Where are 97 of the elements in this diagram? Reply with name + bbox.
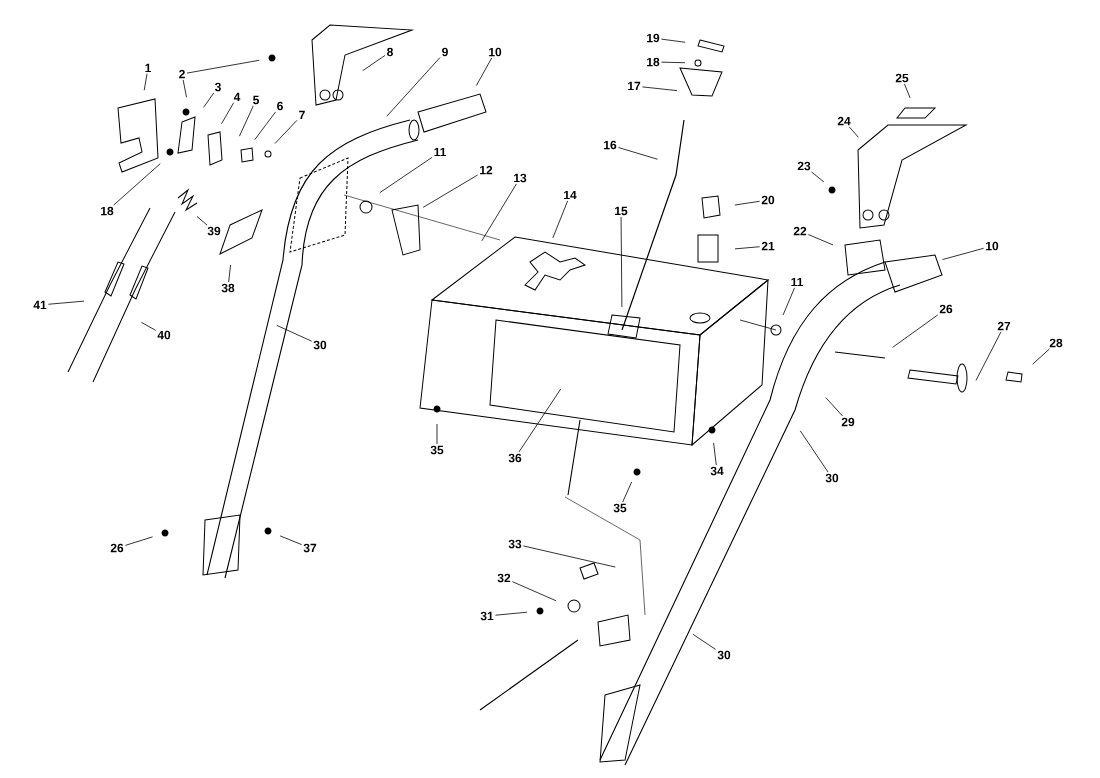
callout-number: 12 [480,165,493,175]
leader-line [713,442,717,466]
callout-number: 27 [997,321,1011,331]
leader-line [274,119,298,144]
callout-number: 11 [434,147,446,157]
leader-line [734,200,761,206]
leader-line [692,633,717,650]
leader-line [892,314,939,348]
leader-line [661,61,686,64]
leader-line [825,397,843,417]
callout-number: 24 [837,116,851,126]
leader-line [811,171,825,183]
callout-number: 30 [717,650,731,660]
callout-number: 35 [613,503,627,513]
callout-number: 4 [233,92,241,102]
leader-line [140,321,157,331]
leader-line [642,86,678,91]
leader-line [379,157,433,194]
leader-line [495,611,528,616]
callout-number: 20 [761,195,775,205]
callout-number: 5 [253,95,259,105]
leader-line [1032,348,1050,365]
leader-line [620,216,623,308]
callout-number: 30 [313,340,327,350]
callout-number: 40 [157,330,171,340]
callout-number: 39 [207,226,221,236]
callout-number: 3 [214,82,221,92]
leader-line [276,324,313,342]
callout-number: 2 [179,69,185,79]
leader-line [552,200,569,239]
leader-line [436,423,438,445]
callout-number: 28 [1049,338,1063,348]
callout-number: 6 [277,101,283,111]
callout-number: 21 [761,241,775,251]
callout-number: 18 [101,206,114,216]
leader-line [475,57,493,87]
leader-line [48,300,85,305]
callout-number: 10 [489,47,502,57]
leader-line [808,234,834,246]
callout-number: 26 [939,304,953,314]
leader-line [512,581,557,602]
callout-number: 1 [145,63,151,73]
leader-line [254,111,276,140]
callout-number: 38 [221,283,235,293]
callout-number: 8 [387,47,393,57]
callout-number: 37 [303,543,317,553]
callout-number: 32 [497,573,511,583]
leader-line [221,102,235,125]
callout-number: 11 [791,277,803,287]
callout-number: 10 [986,241,999,251]
leader-line [124,536,153,546]
leader-line [782,287,795,316]
callout-number: 13 [514,173,527,183]
callout-number: 26 [110,543,124,553]
callout-number: 19 [647,33,660,43]
callout-number: 33 [508,539,522,549]
leader-line [239,105,254,137]
leader-line [182,79,187,98]
callout-number: 17 [628,81,641,91]
callout-number: 25 [895,73,909,83]
callout-number: 34 [710,466,724,476]
leader-line [422,174,479,208]
callout-number: 9 [442,47,448,57]
callout-number: 23 [797,161,811,171]
leader-line [279,535,303,545]
leader-line [975,331,1002,381]
leader-line [622,481,633,503]
leader-line [362,55,386,72]
leader-line [618,147,658,160]
leader-line [203,92,215,108]
leader-line [481,183,517,242]
leader-line [386,57,441,117]
leader-line [848,126,859,138]
leader-line [228,264,231,283]
leader-line [661,38,686,43]
leader-line [799,430,829,473]
leader-line [518,388,562,453]
leader-line [143,73,148,91]
leader-line [942,247,985,260]
callout-number: 30 [825,473,839,483]
callout-number: 36 [508,453,522,463]
callout-number: 18 [647,57,660,67]
callout-number: 22 [793,226,807,236]
callout-number: 15 [615,206,628,216]
callout-number: 29 [841,417,855,427]
callout-number: 7 [299,110,305,120]
leader-line [196,216,208,226]
callout-number: 31 [480,611,494,621]
callout-number: 35 [430,445,444,455]
leader-line [904,83,911,99]
leader-line [186,59,260,74]
callout-number: 14 [564,190,577,200]
leader-line [523,545,616,568]
leader-line [113,163,161,206]
callout-number: 16 [604,140,617,150]
callout-number: 41 [33,300,47,310]
leader-line [734,246,761,250]
